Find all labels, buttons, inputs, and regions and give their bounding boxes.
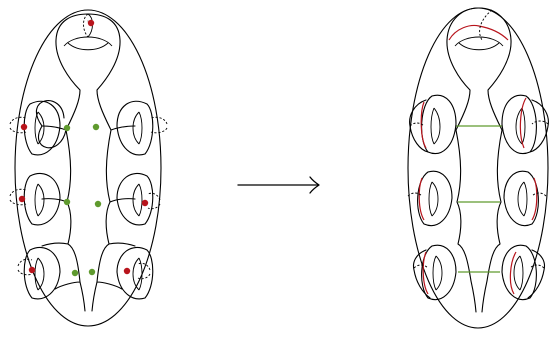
long-right-arrow: [237, 176, 320, 194]
left-handle-upper-right: [116, 100, 168, 156]
right-handle-middle-left: [407, 170, 453, 226]
left-outer-boundary: [14, 9, 162, 327]
left-green-point-5: [71, 269, 79, 277]
right-surface: [407, 7, 549, 329]
left-green-point-1: [63, 124, 71, 132]
left-green-point-2: [92, 123, 100, 131]
left-central-stem: [41, 13, 136, 312]
right-top-hole: [454, 36, 504, 51]
left-middle-left-red-point: [18, 195, 26, 203]
left-surface: [9, 9, 168, 327]
left-green-point-6: [88, 268, 96, 276]
left-top-cycle: [83, 13, 89, 38]
left-handle-middle-right: [116, 172, 161, 226]
right-top-red-curve: [448, 24, 509, 41]
left-lower-right-red-point: [123, 267, 131, 275]
left-lower-left-red-point: [28, 266, 36, 274]
right-central-stem: [446, 7, 512, 313]
left-top-hole: [63, 36, 113, 51]
left-green-point-3: [63, 198, 71, 206]
left-handle-lower-right: [116, 246, 154, 300]
right-handle-lower-left: [412, 244, 457, 300]
right-handle-middle-right: [503, 170, 547, 226]
left-upper-left-red-point: [20, 123, 28, 131]
right-outer-boundary: [407, 7, 549, 329]
right-handle-upper-left: [409, 94, 457, 154]
left-handle-lower-left: [17, 246, 61, 300]
left-top-red-point: [87, 19, 95, 27]
left-middle-right-red-point: [141, 199, 149, 207]
right-handle-lower-right: [501, 244, 546, 300]
left-green-point-4: [94, 200, 102, 208]
right-handle-upper-right: [501, 94, 549, 154]
right-top-dashed-cycle: [479, 9, 493, 41]
